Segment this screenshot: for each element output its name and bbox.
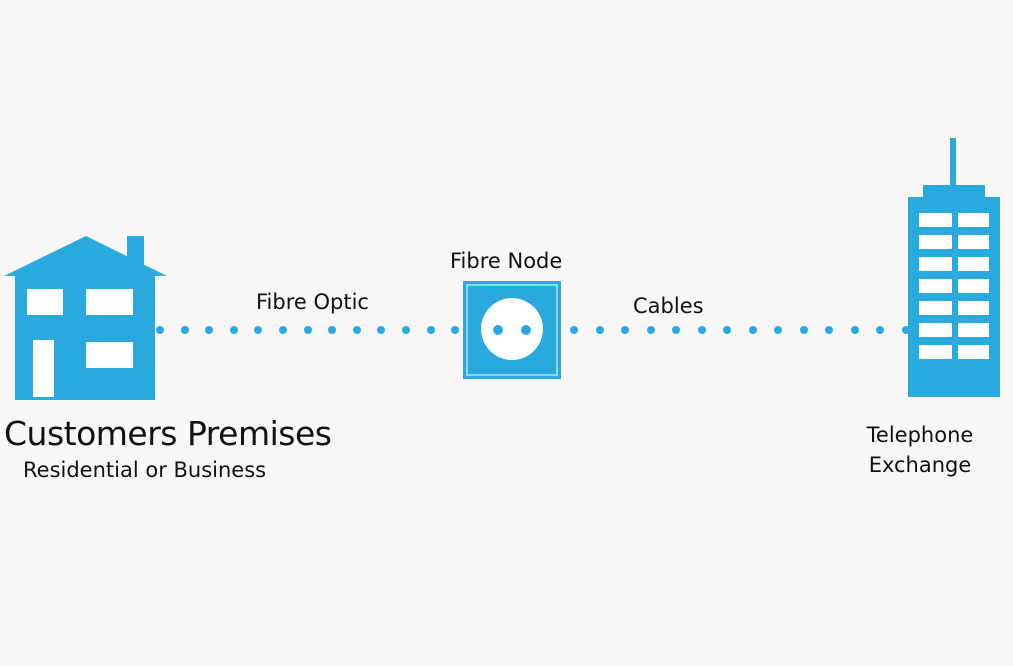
cables-dot (825, 326, 833, 334)
fibre-optic-dot (328, 326, 337, 334)
cables-dot (799, 326, 808, 334)
fibre-optic-dot (303, 326, 312, 334)
cables-dot (595, 326, 604, 334)
fibre-optic-dot (205, 326, 214, 334)
fibre-optic-label: Fibre Optic (256, 290, 369, 314)
cables-dot (697, 326, 706, 334)
cables-dot (850, 326, 859, 334)
exchange-label-line1: Telephone (866, 423, 974, 447)
fibre-optic-dot (451, 326, 460, 334)
fibre-optic-dot (402, 326, 410, 334)
cables-dot (570, 326, 578, 334)
building-icon (908, 138, 1000, 397)
cables-dot (774, 326, 782, 334)
fibre-optic-dot (377, 326, 386, 334)
cables-dot (646, 326, 655, 334)
fibre-optic-dot (180, 326, 189, 334)
house-icon (4, 236, 167, 400)
fibre-optic-dot (352, 326, 361, 334)
exchange-label: Telephone Exchange (852, 420, 988, 480)
cables-dot (901, 326, 910, 334)
premises-subtitle: Residential or Business (23, 458, 267, 482)
fibre-node-label: Fibre Node (450, 249, 563, 273)
exchange-label-line2: Exchange (868, 453, 972, 477)
socket-icon (463, 281, 561, 379)
fibre-optic-dot (229, 326, 238, 334)
fibre-optic-dot (426, 326, 435, 334)
cables-dot (876, 326, 884, 334)
cables-dot (621, 326, 629, 334)
cables-dot (723, 326, 731, 334)
cables-dot (672, 326, 680, 334)
fibre-optic-dot (279, 326, 287, 334)
cables-label: Cables (633, 294, 704, 318)
fibre-optic-dot (254, 326, 263, 334)
cables-dot (748, 326, 757, 334)
premises-title: Customers Premises (4, 414, 332, 453)
fibre-optic-dot (156, 326, 164, 334)
